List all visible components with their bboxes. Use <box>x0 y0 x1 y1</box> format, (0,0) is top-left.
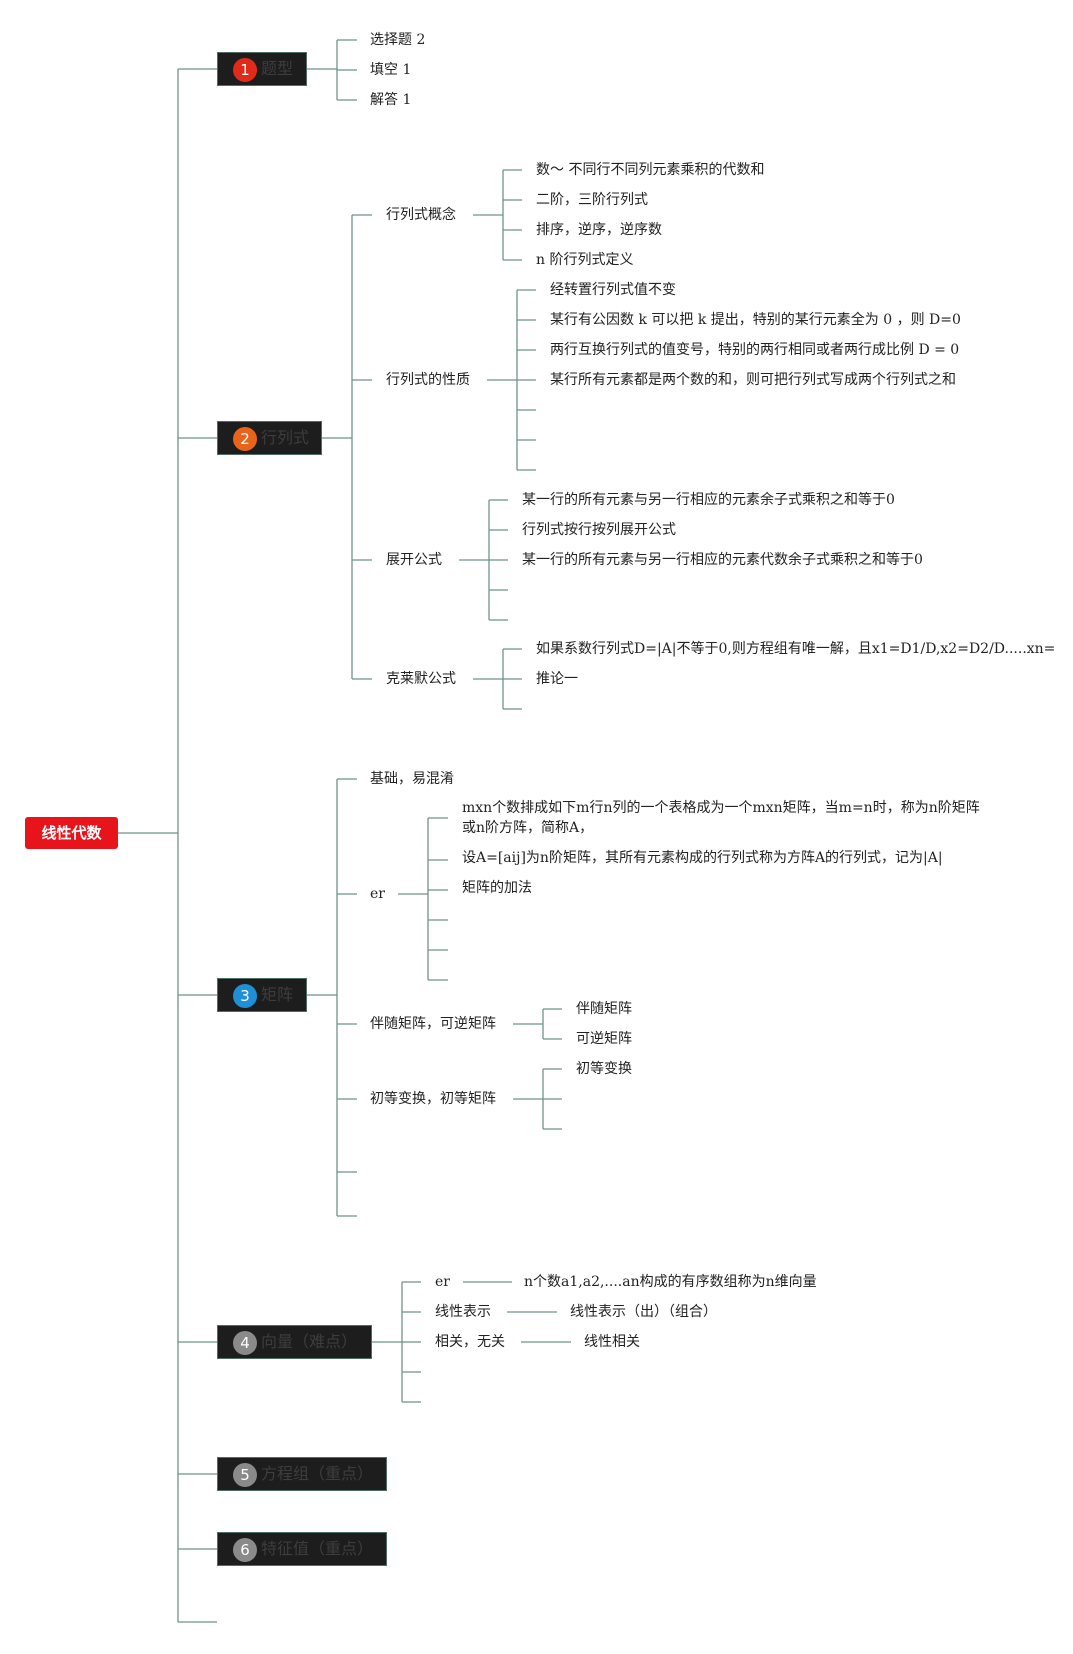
leaf-node[interactable]: 线性表示（出）（组合） <box>570 1304 717 1320</box>
chapter-node-tixing[interactable]: 1 题型 <box>217 52 307 86</box>
leaf-node[interactable]: 线性相关 <box>584 1334 640 1350</box>
leaf-node[interactable]: 填空 1 <box>370 62 412 78</box>
number-badge-icon: 1 <box>233 58 257 82</box>
chapter-label: 向量（难点） <box>261 1332 358 1351</box>
leaf-node[interactable]: 某一行的所有元素与另一行相应的元素代数余子式乘积之和等于0 <box>522 552 923 568</box>
subtopic-node[interactable]: 伴随矩阵，可逆矩阵 <box>370 1016 496 1032</box>
chapter-node-tezhengzhi[interactable]: 6 特征值（重点） <box>217 1532 387 1566</box>
number-badge-icon: 5 <box>233 1463 257 1487</box>
leaf-node[interactable]: 排序，逆序，逆序数 <box>536 222 662 238</box>
leaf-node[interactable]: 矩阵的加法 <box>462 880 532 896</box>
leaf-node[interactable]: 二阶，三阶行列式 <box>536 192 648 208</box>
subtopic-node[interactable]: 行列式概念 <box>386 207 456 223</box>
subtopic-node[interactable]: 初等变换，初等矩阵 <box>370 1091 496 1107</box>
subtopic-node[interactable]: 克莱默公式 <box>386 671 456 687</box>
subtopic-node[interactable]: 行列式的性质 <box>386 372 470 388</box>
leaf-node[interactable]: 可逆矩阵 <box>576 1031 632 1047</box>
subtopic-node[interactable]: er <box>370 886 385 902</box>
leaf-node[interactable]: 设A=[aij]为n阶矩阵，其所有元素构成的行列式称为方阵A的行列式，记为|A| <box>462 850 943 866</box>
leaf-node[interactable]: 某行所有元素都是两个数的和，则可把行列式写成两个行列式之和 <box>550 372 956 388</box>
chapter-node-hanglieshi[interactable]: 2 行列式 <box>217 421 322 455</box>
number-badge-icon: 3 <box>233 984 257 1008</box>
leaf-node[interactable]: 行列式按行按列展开公式 <box>522 522 676 538</box>
leaf-node[interactable]: mxn个数排成如下m行n列的一个表格成为一个mxn矩阵，当m=n时，称为n阶矩阵 <box>462 800 980 816</box>
number-badge-icon: 2 <box>233 427 257 451</box>
chapter-label: 矩阵 <box>261 985 294 1004</box>
leaf-node[interactable]: 如果系数行列式D=|A|不等于0,则方程组有唯一解，且x1=D1/D,x2=D2… <box>536 641 1056 657</box>
leaf-node[interactable]: 选择题 2 <box>370 32 426 48</box>
leaf-node[interactable]: 初等变换 <box>576 1061 632 1077</box>
leaf-node[interactable]: 伴随矩阵 <box>576 1001 632 1017</box>
leaf-node[interactable]: 推论一 <box>536 671 578 687</box>
leaf-node-continued[interactable]: 或n阶方阵，简称A， <box>462 820 594 836</box>
number-badge-icon: 6 <box>233 1538 257 1562</box>
leaf-node[interactable]: n个数a1,a2,....an构成的有序数组称为n维向量 <box>524 1274 817 1290</box>
chapter-label: 特征值（重点） <box>261 1539 374 1558</box>
number-badge-icon: 4 <box>233 1331 257 1355</box>
chapter-label: 题型 <box>261 59 294 78</box>
chapter-node-xiangliang[interactable]: 4 向量（难点） <box>217 1325 372 1359</box>
chapter-label: 方程组（重点） <box>261 1464 374 1483</box>
chapter-node-juzhen[interactable]: 3 矩阵 <box>217 978 307 1012</box>
leaf-node[interactable]: 某一行的所有元素与另一行相应的元素余子式乘积之和等于0 <box>522 492 895 508</box>
root-node[interactable]: 线性代数 <box>25 817 118 849</box>
chapter-label: 行列式 <box>261 428 310 447</box>
leaf-node[interactable]: 两行互换行列式的值变号，特别的两行相同或者两行成比例 D = 0 <box>550 342 960 358</box>
leaf-node[interactable]: 经转置行列式值不变 <box>550 282 676 298</box>
leaf-node[interactable]: n 阶行列式定义 <box>536 252 634 268</box>
subtopic-node[interactable]: er <box>435 1274 450 1290</box>
leaf-node[interactable]: 数～ 不同行不同列元素乘积的代数和 <box>536 162 765 178</box>
subtopic-node[interactable]: 相关，无关 <box>435 1334 505 1350</box>
leaf-node[interactable]: 某行有公因数 k 可以把 k 提出，特别的某行元素全为 0 ，则 D=0 <box>550 312 961 328</box>
subtopic-node[interactable]: 展开公式 <box>386 552 442 568</box>
subtopic-node[interactable]: 基础，易混淆 <box>370 771 454 787</box>
subtopic-node[interactable]: 线性表示 <box>435 1304 491 1320</box>
chapter-node-fangchengzu[interactable]: 5 方程组（重点） <box>217 1457 387 1491</box>
leaf-node[interactable]: 解答 1 <box>370 92 412 108</box>
